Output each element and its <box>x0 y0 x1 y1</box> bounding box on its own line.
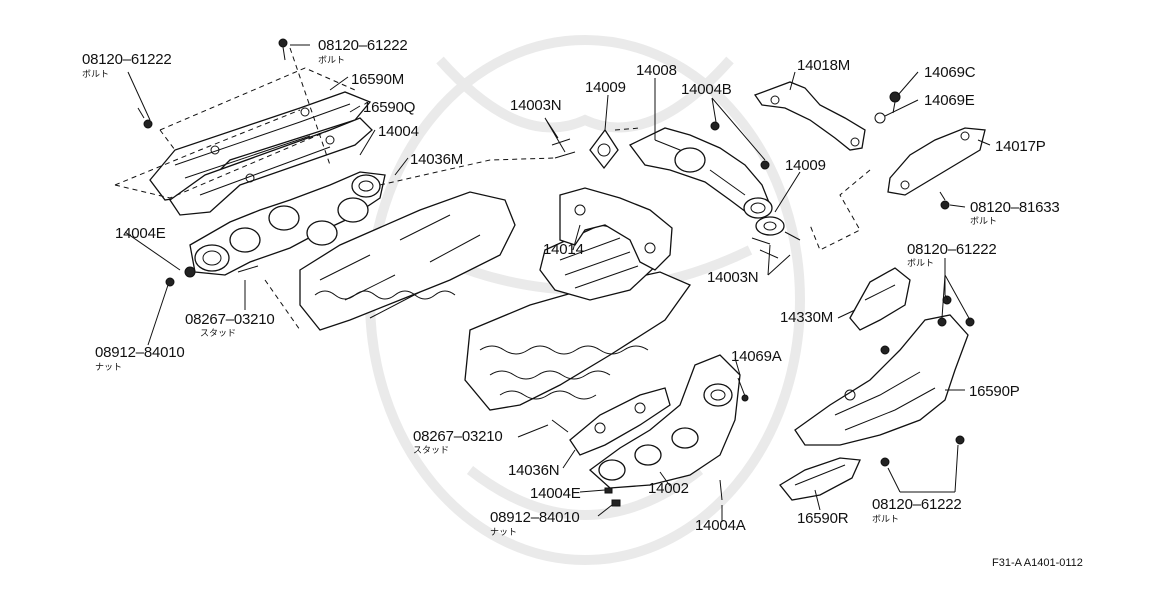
label-16590M: 16590M <box>351 71 404 88</box>
label-14008: 14008 <box>636 62 677 79</box>
label-16590R: 16590R <box>797 510 849 527</box>
gasket-14036N <box>569 387 671 456</box>
label-14004: 14004 <box>378 123 419 140</box>
label-14014: 14014 <box>543 241 584 258</box>
part-labels: 08120–61222 ボルト 08120–61222 ボルト 16590M 1… <box>82 37 1083 569</box>
heat-shield-16590P <box>794 314 969 446</box>
label-08120-61222-right: 08120–61222 <box>907 241 997 258</box>
label-14009-right: 14009 <box>785 157 826 174</box>
label-08120-61222-bottom: 08120–61222 <box>872 496 962 513</box>
sublabel-stud-center: スタッド <box>413 445 449 456</box>
gasket-14009-top <box>589 128 619 170</box>
sublabel-bolt-top: ボルト <box>318 55 345 66</box>
label-14004A: 14004A <box>695 517 746 534</box>
label-14003N-top: 14003N <box>510 97 561 114</box>
heat-shield-16590R <box>779 457 861 501</box>
label-08120-61222-top-left: 08120–61222 <box>82 51 172 68</box>
label-14018M: 14018M <box>797 57 850 74</box>
label-08267-03210-center: 08267–03210 <box>413 428 503 445</box>
label-14330M: 14330M <box>780 309 833 326</box>
sublabel-bolt-right: ボルト <box>907 258 934 269</box>
label-14009-top: 14009 <box>585 79 626 96</box>
label-08912-84010-center: 08912–84010 <box>490 509 580 526</box>
bolt-14069C <box>889 91 901 114</box>
label-14069C: 14069C <box>924 64 976 81</box>
label-14036N: 14036N <box>508 462 559 479</box>
label-08267-03210-left: 08267–03210 <box>185 311 275 328</box>
exhaust-manifold-14002 <box>588 354 741 489</box>
phantom-lines <box>114 47 871 331</box>
exhaust-manifold-14004 <box>189 171 386 276</box>
heat-shield-lower-16590Q <box>169 117 373 216</box>
sublabel-bolt-top-left: ボルト <box>82 69 109 80</box>
label-14004B: 14004B <box>681 81 732 98</box>
label-08120-61222-top: 08120–61222 <box>318 37 408 54</box>
label-14004E-left: 14004E <box>115 225 166 242</box>
label-16590P: 16590P <box>969 383 1020 400</box>
label-14069A: 14069A <box>731 348 782 365</box>
nut-14004B <box>710 121 770 170</box>
diagram-reference-code: F31-A A1401-0112 <box>992 557 1083 569</box>
bracket-14017P <box>887 127 986 196</box>
stud-14069A <box>737 377 749 402</box>
bracket-14018M <box>753 81 866 151</box>
label-14004E-center: 14004E <box>530 485 581 502</box>
sublabel-nut-left: ナット <box>95 362 122 373</box>
sublabel-bolt-bottom: ボルト <box>872 514 899 525</box>
label-14036M: 14036M <box>410 151 463 168</box>
gasket-14009-right <box>755 216 785 236</box>
label-14002: 14002 <box>648 480 689 497</box>
label-08912-84010-left: 08912–84010 <box>95 344 185 361</box>
heat-shield-14330M <box>849 267 911 331</box>
washer-14069E <box>874 112 886 124</box>
front-pipe-catalyst-14008 <box>629 127 773 219</box>
leader-lines <box>124 44 991 522</box>
label-08120-81633: 08120–81633 <box>970 199 1060 216</box>
label-14069E: 14069E <box>924 92 975 109</box>
sublabel-bolt-81633: ボルト <box>970 216 997 227</box>
sublabel-nut-center: ナット <box>490 527 517 538</box>
label-14017P: 14017P <box>995 138 1046 155</box>
gasket-14036M <box>299 191 516 331</box>
gasket-14014 <box>559 187 673 271</box>
label-16590Q: 16590Q <box>363 99 415 116</box>
label-14003N-bottom: 14003N <box>707 269 758 286</box>
sublabel-stud-left: スタッド <box>200 328 236 339</box>
